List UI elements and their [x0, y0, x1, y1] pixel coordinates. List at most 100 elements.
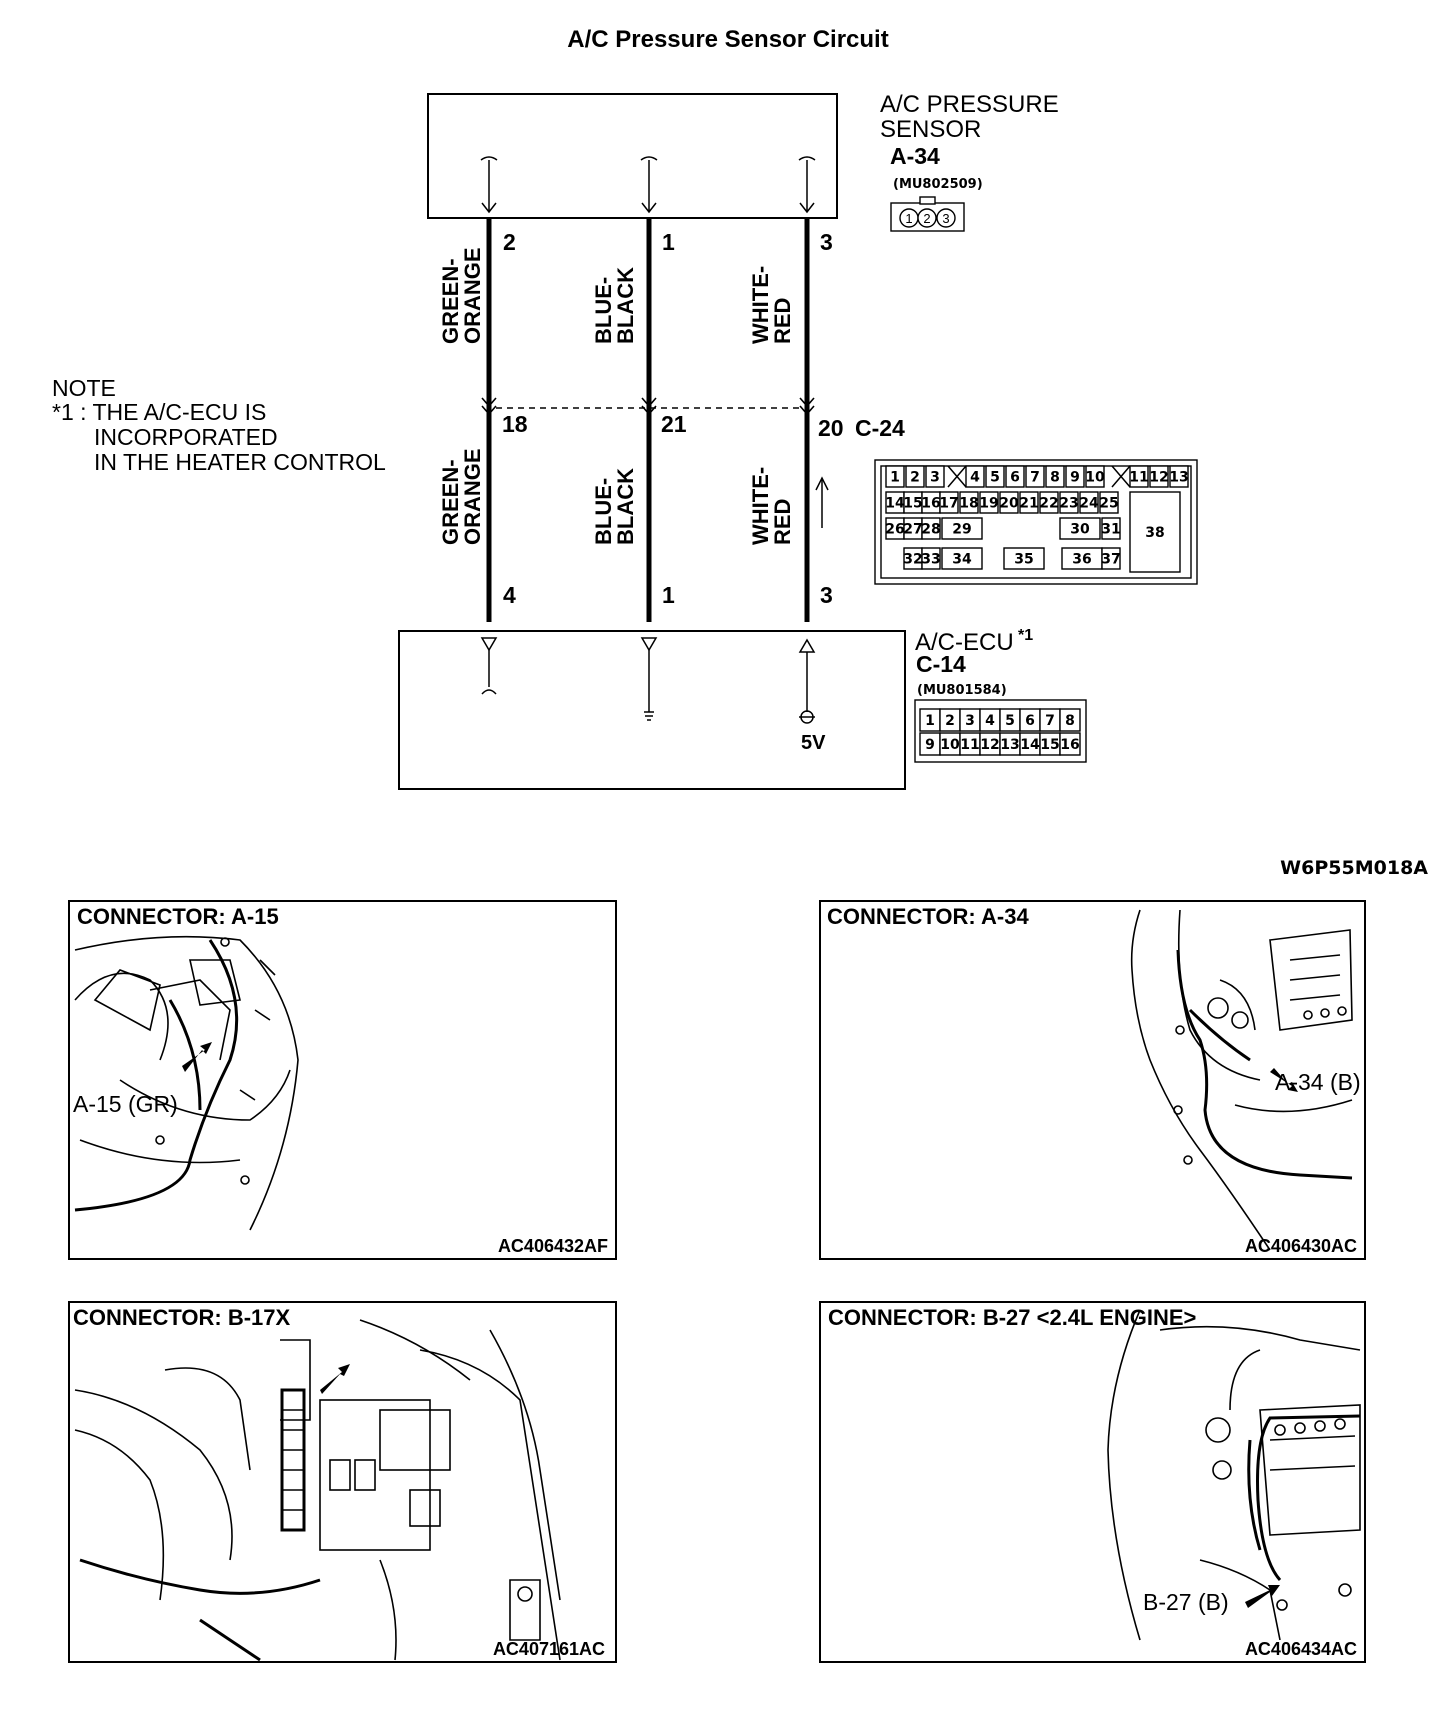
- c14-cavity-14: 14: [1019, 732, 1041, 756]
- ecu-internal-symbols: 5V: [480, 637, 826, 754]
- diagram-title: A/C Pressure Sensor Circuit: [567, 26, 888, 53]
- svg-text:16: 16: [921, 496, 940, 512]
- sensor-name-line1: A/C PRESSURE: [880, 91, 1059, 118]
- svg-text:11: 11: [960, 737, 979, 753]
- note-line-2: INCORPORATED: [94, 424, 278, 450]
- svg-text:GREEN-: GREEN-: [438, 459, 463, 545]
- panel-a15-callout: A-15 (GR): [73, 1091, 178, 1117]
- c24-cavity-9: 9: [1065, 465, 1085, 488]
- svg-text:7: 7: [1030, 470, 1040, 486]
- sensor-part-number: (MU802509): [893, 177, 983, 192]
- ecu-pin-label-4: 4: [503, 582, 516, 608]
- svg-text:38: 38: [1145, 525, 1164, 541]
- c24-cavity-36: 36: [1061, 547, 1103, 570]
- c24-cavity-20: 20: [999, 491, 1019, 514]
- c14-cavity-1: 1: [919, 708, 941, 732]
- c24-cavity-38: 38: [1129, 491, 1181, 573]
- note-heading: NOTE: [52, 375, 116, 401]
- c24-cavity-25: 25: [1099, 491, 1119, 514]
- diagram-code: W6P55M018A: [1280, 857, 1428, 879]
- svg-text:24: 24: [1079, 496, 1099, 512]
- panel-a34-code: AC406430AC: [1245, 1236, 1357, 1256]
- c24-blank-cavity: [947, 465, 967, 488]
- sensor-internal-symbols: [480, 156, 816, 214]
- svg-text:23: 23: [1059, 496, 1078, 512]
- svg-text:19: 19: [979, 496, 998, 512]
- svg-text:8: 8: [1065, 713, 1075, 729]
- c24-cavity-10: 10: [1085, 465, 1105, 488]
- panel-b17x-header: CONNECTOR: B-17X: [73, 1305, 291, 1330]
- svg-text:11: 11: [1129, 470, 1148, 486]
- ecu-supply-voltage: 5V: [801, 732, 826, 754]
- sensor-name-line2: SENSOR: [880, 116, 981, 143]
- c24-cavity-31: 31: [1101, 517, 1121, 540]
- junction-pin-label-18: 18: [502, 411, 528, 437]
- c14-cavity-9: 9: [919, 732, 941, 756]
- c24-cavity-35: 35: [1003, 547, 1045, 570]
- svg-text:1: 1: [925, 713, 935, 729]
- svg-text:27: 27: [903, 522, 922, 538]
- svg-text:32: 32: [903, 552, 922, 568]
- svg-text:31: 31: [1101, 522, 1120, 538]
- panel-b17x-code: AC407161AC: [493, 1639, 605, 1659]
- c14-cavity-10: 10: [939, 732, 961, 756]
- svg-text:22: 22: [1039, 496, 1058, 512]
- c14-cavity-16: 16: [1059, 732, 1081, 756]
- wire-label-black: BLACK: [613, 267, 638, 344]
- svg-text:33: 33: [921, 552, 940, 568]
- svg-text:15: 15: [903, 496, 922, 512]
- svg-text:9: 9: [1070, 470, 1080, 486]
- svg-text:10: 10: [1085, 470, 1105, 486]
- c24-cavity-12: 12: [1149, 465, 1169, 488]
- c14-cavity-3: 3: [959, 708, 981, 732]
- c24-cavity-28: 28: [921, 517, 941, 540]
- c24-cavity-11: 11: [1129, 465, 1149, 488]
- c24-cavity-17: 17: [939, 491, 959, 514]
- c24-cavity-8: 8: [1045, 465, 1065, 488]
- svg-text:26: 26: [885, 522, 904, 538]
- c24-cavity-18: 18: [959, 491, 979, 514]
- c14-cavity-8: 8: [1059, 708, 1081, 732]
- svg-text:2: 2: [945, 713, 955, 729]
- svg-text:20: 20: [999, 496, 1019, 512]
- c24-cavity-27: 27: [903, 517, 923, 540]
- sensor-box: [427, 93, 838, 219]
- c14-cavity-13: 13: [999, 732, 1021, 756]
- svg-text:BLACK: BLACK: [613, 468, 638, 545]
- sensor-pin-label-1: 1: [662, 229, 675, 255]
- c24-cavity-30: 30: [1059, 517, 1101, 540]
- svg-text:10: 10: [940, 737, 960, 753]
- svg-text:1: 1: [905, 211, 912, 226]
- panel-b27-code: AC406434AC: [1245, 1639, 1357, 1659]
- svg-text:3: 3: [965, 713, 975, 729]
- svg-text:34: 34: [952, 552, 972, 568]
- svg-text:1: 1: [890, 470, 900, 486]
- c24-cavity-5: 5: [985, 465, 1005, 488]
- svg-text:4: 4: [985, 713, 995, 729]
- c24-cavity-37: 37: [1101, 547, 1121, 570]
- svg-text:14: 14: [885, 496, 905, 512]
- c24-cavity-14: 14: [885, 491, 905, 514]
- svg-text:7: 7: [1045, 713, 1055, 729]
- c14-cavity-7: 7: [1039, 708, 1061, 732]
- ecu-connector-id: C-14: [916, 651, 966, 677]
- sensor-pin-label-3: 3: [820, 229, 833, 255]
- c14-cavity-11: 11: [959, 732, 981, 756]
- svg-text:16: 16: [1060, 737, 1079, 753]
- c14-cavity-5: 5: [999, 708, 1021, 732]
- svg-text:RED: RED: [770, 499, 795, 545]
- c24-cavity-7: 7: [1025, 465, 1045, 488]
- ecu-superscript: *1: [1018, 627, 1033, 644]
- svg-text:28: 28: [921, 522, 940, 538]
- sensor-pin-3: [936, 208, 956, 228]
- c24-blank-cavity: [1111, 465, 1131, 488]
- svg-text:BLUE-: BLUE-: [591, 478, 616, 545]
- c24-cavity-33: 33: [921, 547, 941, 570]
- svg-text:6: 6: [1010, 470, 1020, 486]
- svg-text:8: 8: [1050, 470, 1060, 486]
- c24-cavity-26: 26: [885, 517, 905, 540]
- wire-label-white: WHITE-: [748, 266, 773, 344]
- ecu-pin-label-1: 1: [662, 582, 675, 608]
- c24-cavity-32: 32: [903, 547, 923, 570]
